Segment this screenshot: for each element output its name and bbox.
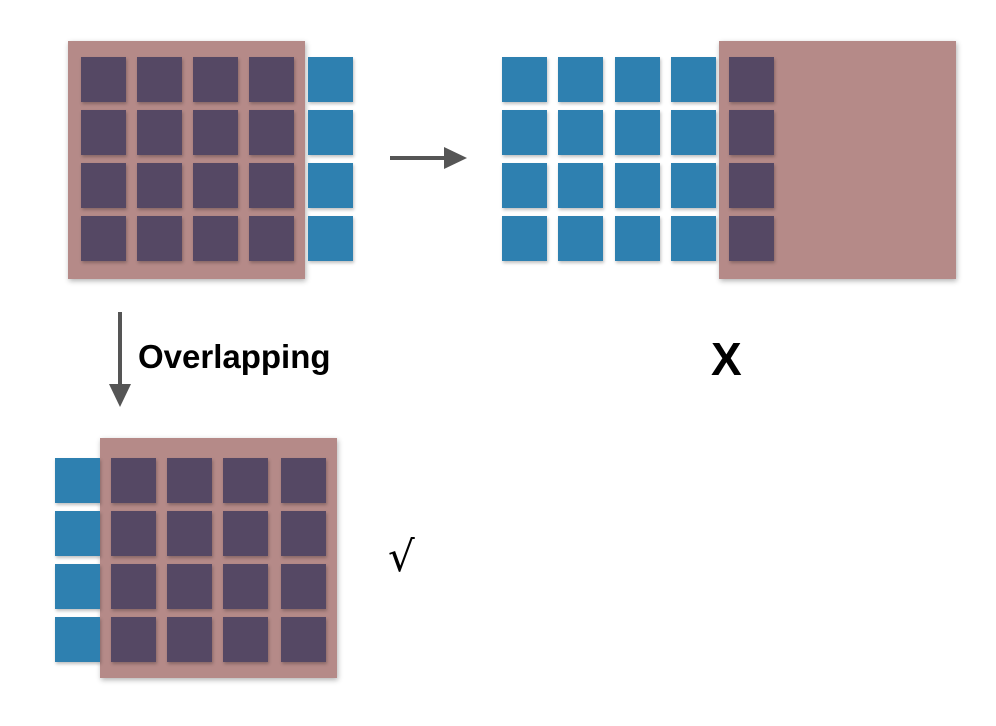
shifted-uncovered-tile <box>671 110 716 155</box>
arrow-right-icon <box>390 147 467 169</box>
overlapping-covered-tile <box>167 511 212 556</box>
shifted-uncovered-tile <box>671 216 716 261</box>
overlapping-covered-tile <box>223 564 268 609</box>
overlapping-uncovered-tile <box>55 564 100 609</box>
check-mark-icon: √ <box>388 532 415 581</box>
original-covered-tile <box>81 216 126 261</box>
original-covered-tile <box>137 57 182 102</box>
overlapping-covered-tile <box>281 458 326 503</box>
shifted-uncovered-tile <box>558 163 603 208</box>
overlapping-uncovered-tile <box>55 458 100 503</box>
shifted-uncovered-tile <box>502 57 547 102</box>
original-covered-tile <box>249 57 294 102</box>
original-covered-tile <box>193 163 238 208</box>
overlapping-covered-tile <box>281 617 326 662</box>
shifted-uncovered-tile <box>615 57 660 102</box>
original-uncovered-tile <box>308 110 353 155</box>
arrow-down-icon <box>109 312 131 407</box>
shifted-uncovered-tile <box>615 110 660 155</box>
overlapping-covered-tile <box>111 564 156 609</box>
original-covered-tile <box>249 163 294 208</box>
shifted-uncovered-tile <box>615 216 660 261</box>
original-covered-tile <box>193 216 238 261</box>
shifted-uncovered-tile <box>671 57 716 102</box>
overlapping-covered-tile <box>281 564 326 609</box>
overlapping-uncovered-tile <box>55 617 100 662</box>
overlapping-covered-tile <box>281 511 326 556</box>
shifted-uncovered-tile <box>502 216 547 261</box>
shifted-uncovered-tile <box>558 216 603 261</box>
wrong-mark: X <box>711 333 742 385</box>
original-covered-tile <box>137 110 182 155</box>
shifted-uncovered-tile <box>615 163 660 208</box>
overlapping-covered-tile <box>167 458 212 503</box>
overlapping-covered-tile <box>111 617 156 662</box>
shifted-covered-tile <box>729 57 774 102</box>
shifted-uncovered-tile <box>558 57 603 102</box>
shifted-covered-tile <box>729 216 774 261</box>
shifted-covered-tile <box>729 163 774 208</box>
overlapping-covered-tile <box>223 511 268 556</box>
shifted-uncovered-tile <box>502 163 547 208</box>
overlapping-uncovered-tile <box>55 511 100 556</box>
shifted-covered-tile <box>729 110 774 155</box>
overlapping-covered-tile <box>111 511 156 556</box>
original-covered-tile <box>81 110 126 155</box>
original-covered-tile <box>81 57 126 102</box>
original-covered-tile <box>193 57 238 102</box>
original-uncovered-tile <box>308 216 353 261</box>
overlapping-covered-tile <box>167 564 212 609</box>
overlapping-covered-tile <box>223 458 268 503</box>
original-covered-tile <box>193 110 238 155</box>
shifted-uncovered-tile <box>671 163 716 208</box>
overlapping-label: Overlapping <box>138 338 331 375</box>
original-covered-tile <box>137 216 182 261</box>
original-uncovered-tile <box>308 57 353 102</box>
original-covered-tile <box>137 163 182 208</box>
shifted-uncovered-tile <box>502 110 547 155</box>
original-covered-tile <box>81 163 126 208</box>
original-covered-tile <box>249 216 294 261</box>
overlapping-covered-tile <box>223 617 268 662</box>
overlapping-covered-tile <box>111 458 156 503</box>
original-covered-tile <box>249 110 294 155</box>
overlapping-covered-tile <box>167 617 212 662</box>
original-uncovered-tile <box>308 163 353 208</box>
shifted-uncovered-tile <box>558 110 603 155</box>
